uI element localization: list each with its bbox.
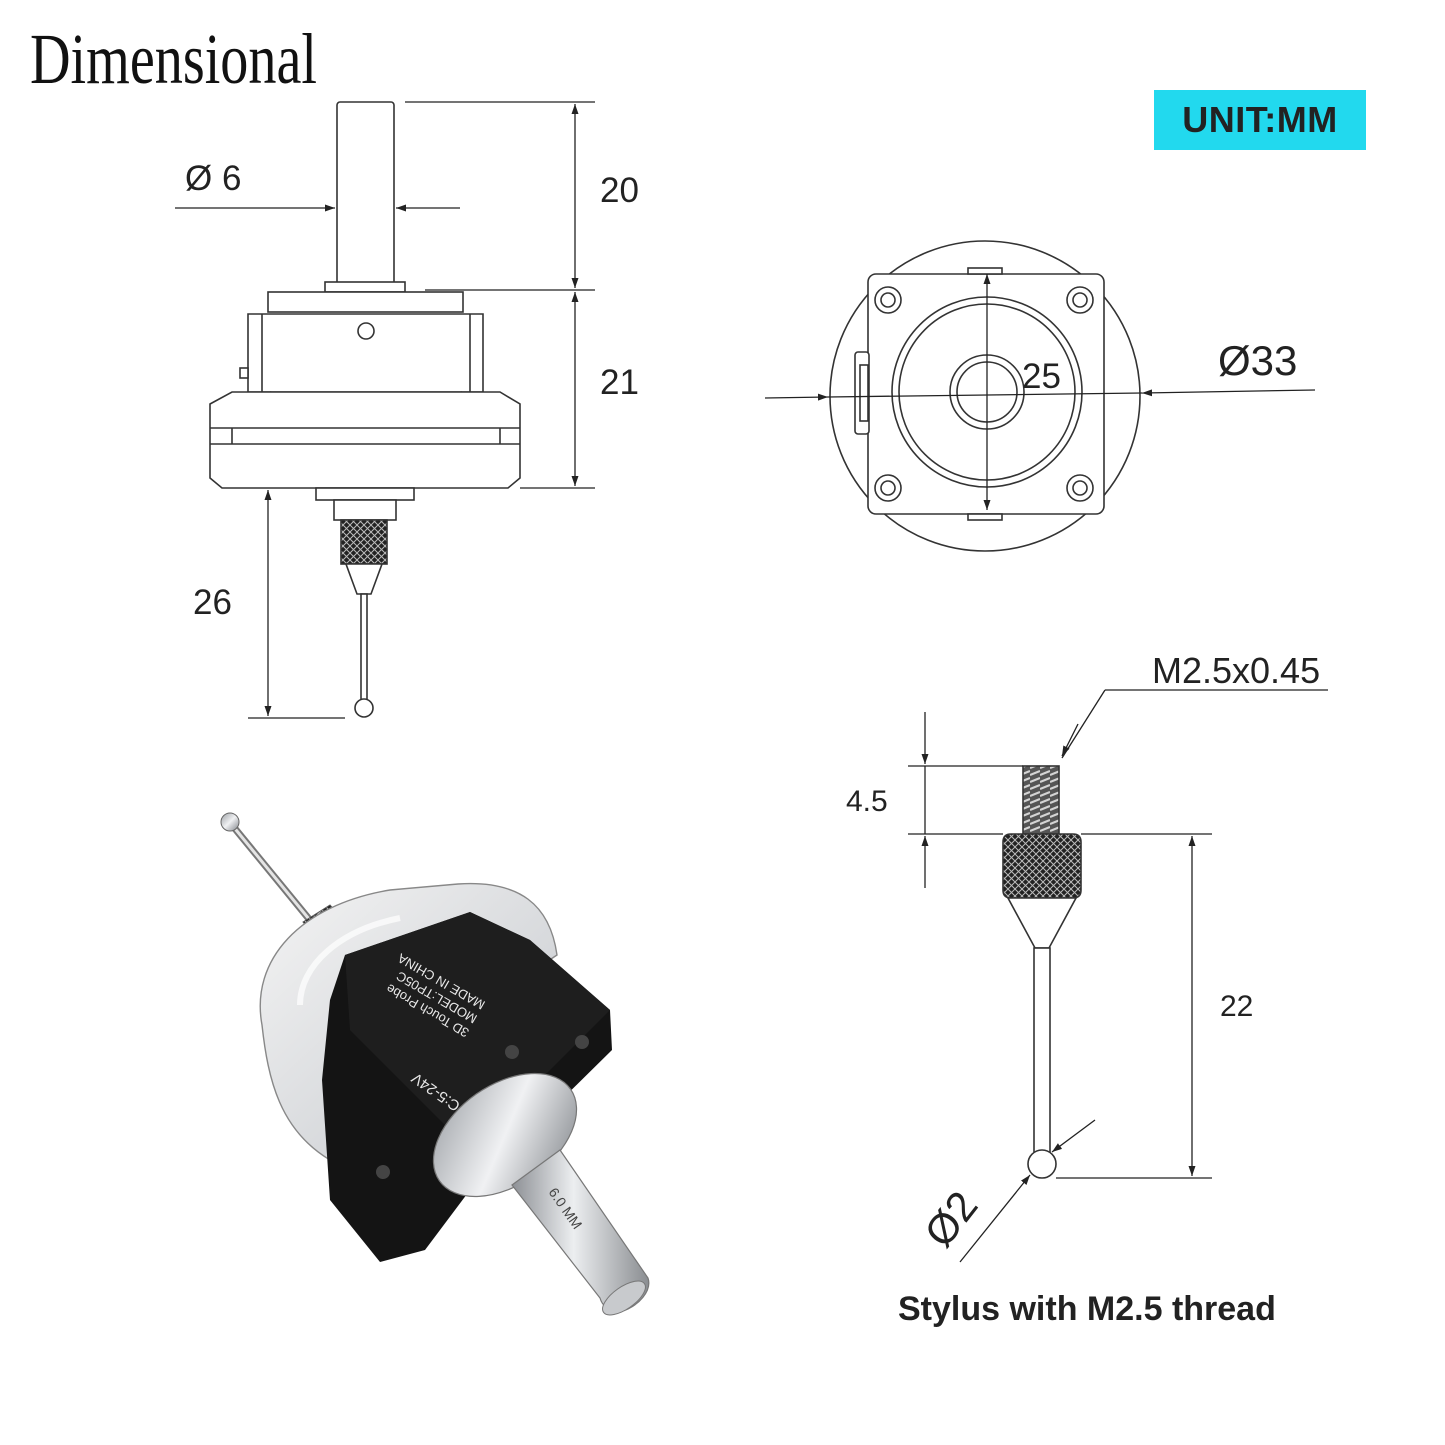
stylus-detail bbox=[1002, 765, 1082, 1179]
side-stylus-length-label: 26 bbox=[193, 583, 232, 622]
body-height-label: 21 bbox=[600, 363, 639, 402]
shank-length-label: 20 bbox=[600, 171, 639, 210]
stylus-caption: Stylus with M2.5 thread bbox=[898, 1290, 1276, 1328]
side-collar bbox=[324, 281, 406, 293]
inner-diameter-label: 25 bbox=[1022, 357, 1061, 396]
product-photo: 3D Touch Probe MODEL:TP05C MADE IN CHINA… bbox=[220, 812, 650, 1316]
side-bottom-boss bbox=[315, 487, 415, 501]
top-dimensions bbox=[764, 274, 1316, 510]
side-top-flange bbox=[267, 291, 464, 313]
stylus-rod bbox=[1033, 947, 1051, 1157]
side-lower-flange bbox=[209, 391, 521, 489]
side-stylus-ball bbox=[354, 698, 374, 718]
side-shank bbox=[336, 101, 395, 291]
side-view bbox=[209, 101, 521, 718]
stylus-dimensions bbox=[908, 689, 1328, 1263]
side-stylus-rod bbox=[360, 593, 368, 705]
photo-stylus-ball bbox=[220, 812, 240, 832]
stylus-cone bbox=[1006, 897, 1078, 949]
shank-diameter-label: Ø 6 bbox=[185, 159, 241, 198]
page-title: Dimensional bbox=[30, 19, 318, 99]
outer-diameter-label: Ø33 bbox=[1218, 337, 1297, 384]
thread-length-label: 4.5 bbox=[846, 785, 888, 818]
side-body-hole bbox=[357, 322, 375, 340]
stylus-thread bbox=[1022, 765, 1060, 835]
stylus-knurl bbox=[1002, 833, 1082, 899]
stylus-length-label: 22 bbox=[1220, 990, 1253, 1023]
side-stylus-knurl bbox=[340, 519, 388, 565]
side-dimensions bbox=[175, 101, 595, 719]
unit-badge: UNIT:MM bbox=[1154, 90, 1366, 150]
top-screw-holes bbox=[874, 286, 1094, 502]
stylus-ball bbox=[1027, 1149, 1057, 1179]
ball-diameter-label: Ø2 bbox=[915, 1182, 987, 1255]
thread-spec-label: M2.5x0.45 bbox=[1152, 650, 1320, 691]
